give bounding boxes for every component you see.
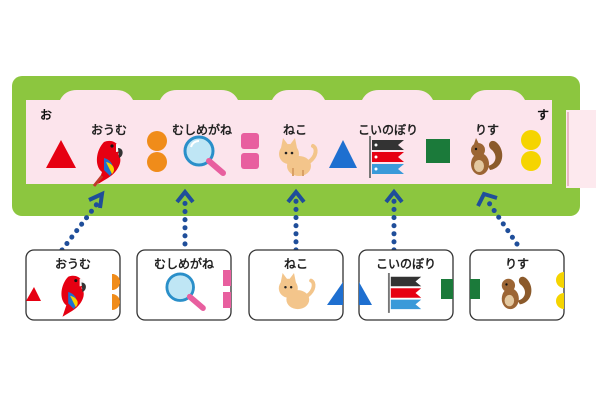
card-3[interactable]: こいのぼり	[358, 249, 454, 321]
green-square	[426, 139, 450, 163]
cat-icon	[279, 138, 318, 176]
strip-label-0: おうむ	[91, 123, 127, 137]
card-4[interactable]: りす	[469, 249, 565, 321]
squirrel-icon	[471, 138, 503, 175]
card-label-0: おうむ	[55, 257, 91, 271]
koinobori-icon	[369, 136, 404, 178]
strip-label-4: りす	[475, 123, 499, 137]
strip-label-1: むしめがね	[172, 122, 232, 137]
koinobori-icon	[387, 272, 422, 313]
card-label-1: むしめがね	[154, 256, 214, 271]
card-2[interactable]: ねこ	[248, 249, 344, 321]
card-1[interactable]: むしめがね	[136, 249, 232, 321]
red-triangle	[46, 140, 76, 168]
card-label-4: りす	[505, 257, 529, 271]
arrow-heads	[88, 188, 498, 209]
parrot-icon	[61, 275, 86, 317]
start-char: お	[40, 108, 52, 122]
card-label-2: ねこ	[284, 257, 308, 271]
strip-label-2: ねこ	[283, 123, 307, 137]
strip-label-3: こいのぼり	[358, 123, 418, 137]
yellow-circles	[521, 130, 541, 171]
card-label-3: こいのぼり	[376, 257, 436, 271]
blue-triangle	[329, 140, 357, 168]
orange-half-circles	[147, 131, 167, 172]
parrot-icon	[92, 140, 123, 187]
card-0[interactable]: おうむ	[25, 249, 121, 321]
magnifier-icon	[183, 135, 226, 176]
card-red-triangle	[26, 287, 41, 301]
pink-squares	[241, 133, 259, 169]
magnifier-icon	[165, 272, 206, 311]
cat-icon	[278, 273, 316, 310]
dotted-arrows	[59, 197, 520, 253]
end-char: す	[537, 108, 549, 122]
board-side-tab	[566, 110, 596, 188]
squirrel-icon	[501, 276, 532, 310]
